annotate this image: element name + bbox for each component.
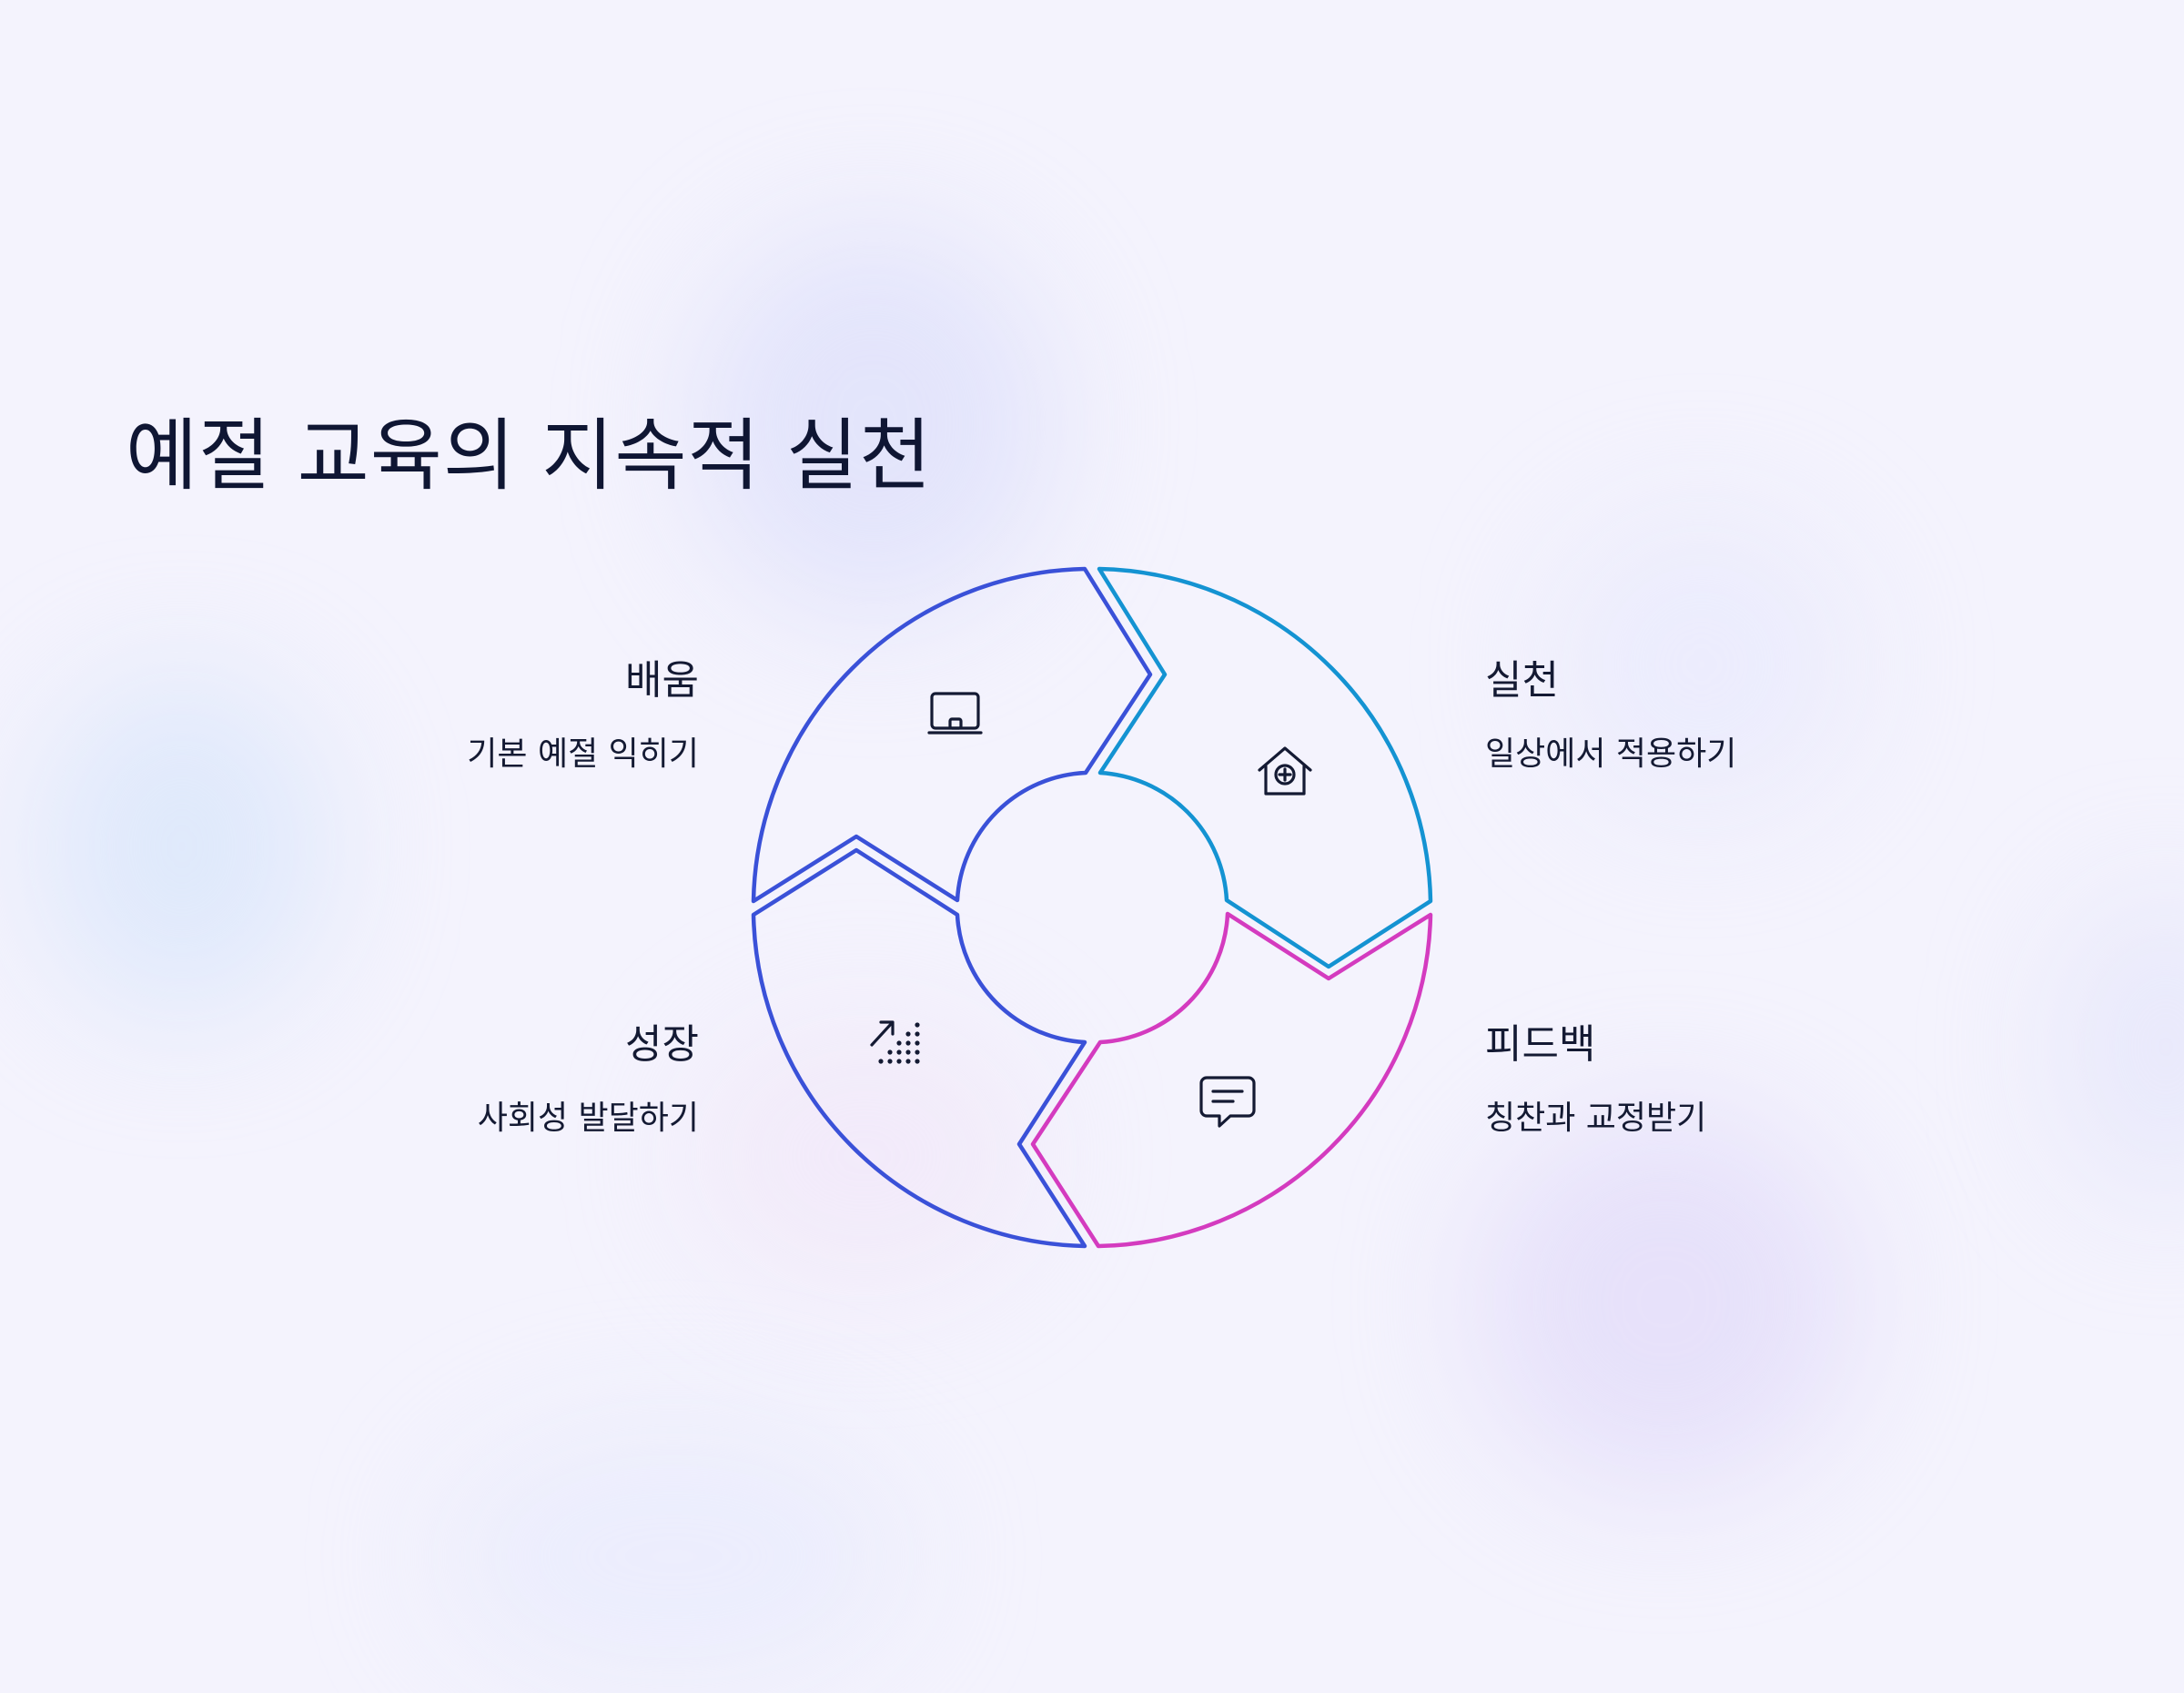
label-growth-description: 사회성 발달하기 bbox=[477, 1100, 699, 1137]
label-practice: 실천 일상에서 적용하기 bbox=[1485, 654, 1995, 777]
label-growth-title: 성장 bbox=[625, 1021, 699, 1068]
label-feedback-title: 피드백 bbox=[1485, 1021, 1596, 1068]
growth-arrow-icon bbox=[870, 1020, 920, 1064]
segment-practice bbox=[1097, 566, 1433, 969]
segment-learn bbox=[751, 566, 1153, 904]
label-feedback-description: 칭찬과 교정받기 bbox=[1485, 1100, 1707, 1137]
label-feedback: 피드백 칭찬과 교정받기 bbox=[1485, 1018, 1995, 1141]
label-practice-description: 일상에서 적용하기 bbox=[1485, 735, 1737, 773]
segment-feedback bbox=[1030, 911, 1433, 1249]
label-learn-description: 기본 예절 익히기 bbox=[467, 735, 699, 773]
page-title: 예절 교육의 지속적 실천 bbox=[126, 411, 933, 502]
chat-bubble-icon bbox=[1199, 1076, 1256, 1128]
classroom-board-icon bbox=[927, 692, 983, 735]
label-growth: 성장 사회성 발달하기 bbox=[189, 1018, 699, 1141]
label-learn: 배움 기본 예절 익히기 bbox=[189, 654, 699, 777]
label-practice-title: 실천 bbox=[1485, 657, 1559, 704]
house-plus-icon bbox=[1258, 746, 1312, 796]
cycle-diagram bbox=[751, 566, 1433, 1249]
label-learn-title: 배움 bbox=[625, 657, 699, 704]
segment-growth bbox=[751, 847, 1087, 1249]
